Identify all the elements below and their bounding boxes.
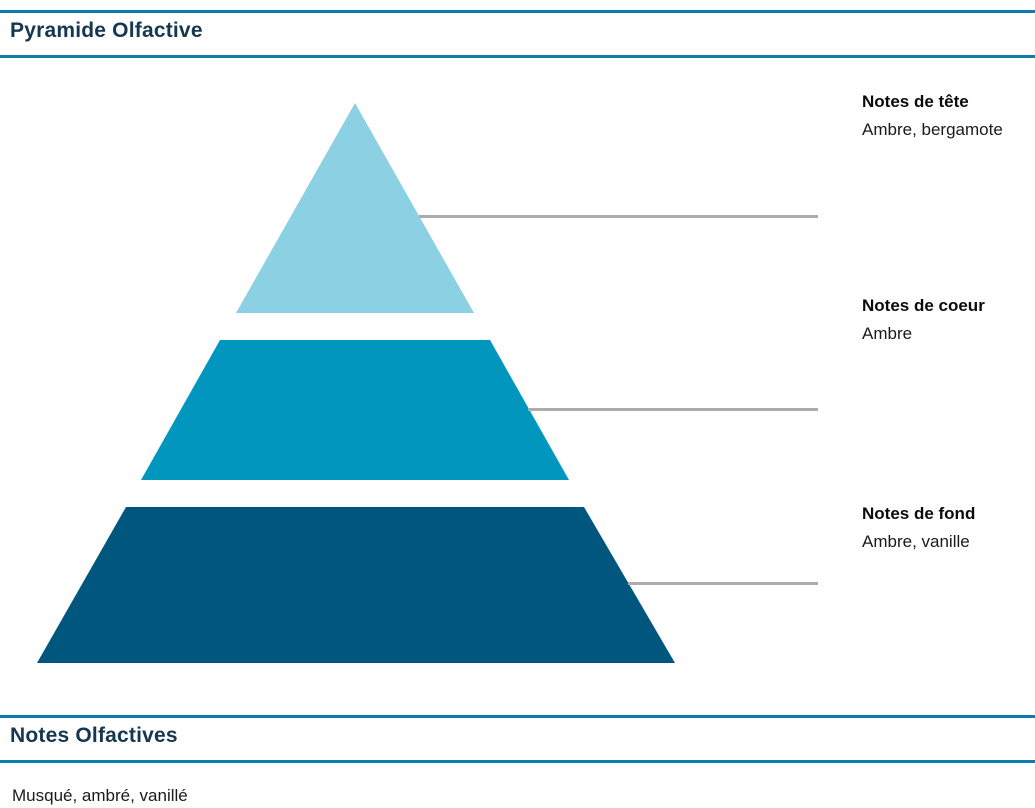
connector-line-base — [628, 582, 818, 585]
note-label-top-title: Notes de tête — [862, 92, 969, 111]
pyramid-section-title: Pyramide Olfactive — [10, 19, 203, 42]
connector-line-top — [419, 215, 818, 218]
note-label-base: Notes de fond Ambre, vanille — [862, 500, 1035, 556]
pyramid-layer-top — [236, 103, 474, 313]
olfactory-notes-content: Musqué, ambré, vanillé — [12, 786, 188, 805]
note-label-top-notes: Ambre, bergamote — [862, 120, 1003, 139]
section-rule-top — [0, 10, 1035, 13]
note-label-heart-notes: Ambre — [862, 324, 913, 343]
pyramid-layer-base — [37, 507, 675, 663]
notes-section-rule-top — [0, 715, 1035, 718]
note-label-base-title: Notes de fond — [862, 504, 976, 523]
connector-line-heart — [528, 408, 818, 411]
note-label-top: Notes de tête Ambre, bergamote — [862, 88, 1035, 144]
notes-section-title: Notes Olfactives — [10, 724, 178, 747]
section-rule-bottom — [0, 55, 1035, 58]
note-label-heart: Notes de coeur Ambre — [862, 292, 1035, 348]
note-label-heart-title: Notes de coeur — [862, 296, 985, 315]
notes-section-rule-bottom — [0, 760, 1035, 763]
pyramid-layer-heart — [141, 340, 569, 480]
note-label-base-notes: Ambre, vanille — [862, 532, 970, 551]
